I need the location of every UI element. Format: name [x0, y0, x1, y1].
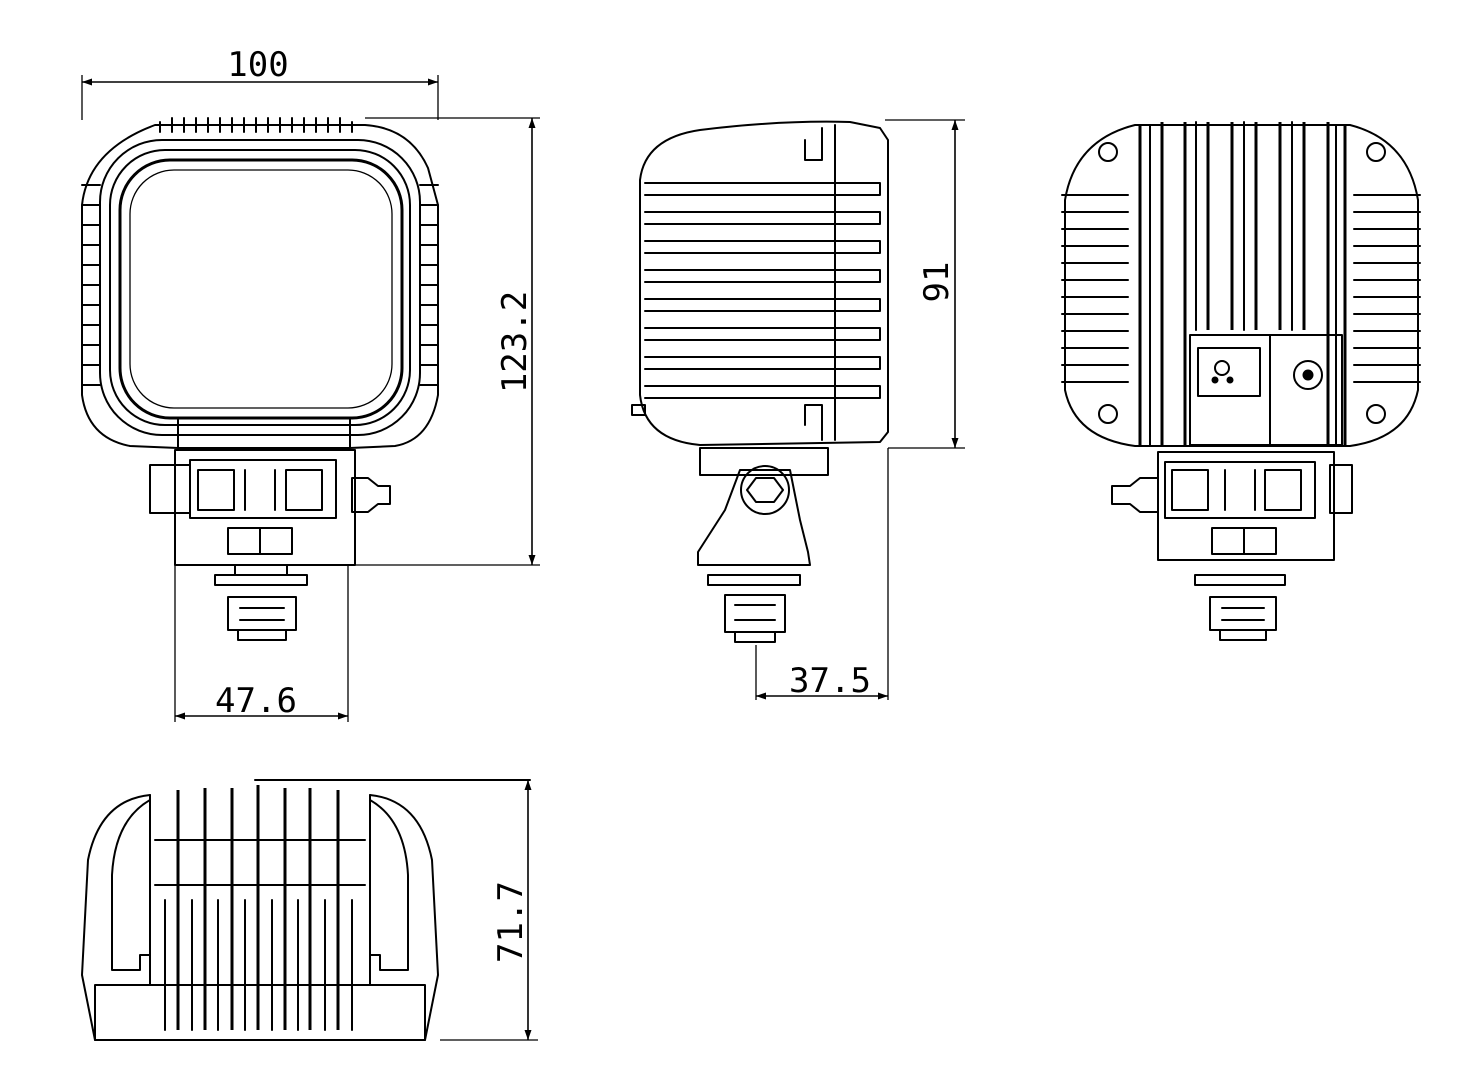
- dim-side-depth: 37.5: [789, 661, 871, 701]
- side-fins: [644, 182, 881, 399]
- dim-front-height: 123.2: [495, 291, 535, 393]
- side-view: 91 37.5: [631, 119, 965, 701]
- front-top-fins: [159, 117, 353, 133]
- rear-vent-icon: [1293, 360, 1323, 390]
- front-lens: [118, 158, 404, 420]
- rear-connector: [1189, 334, 1271, 446]
- rear-bracket: [1111, 451, 1353, 641]
- dim-side-height: 91: [917, 262, 957, 303]
- dim-front-width: 100: [227, 45, 288, 85]
- rear-vertical-fins: [1138, 121, 1347, 447]
- rear-view: [1061, 121, 1421, 641]
- bottom-fins: [164, 785, 353, 1031]
- bottom-view: 71.7: [81, 779, 538, 1041]
- rear-side-fins: [1061, 194, 1421, 383]
- front-side-fins: [81, 184, 439, 386]
- front-view: 100 123.2 47.6: [81, 45, 540, 722]
- dim-bottom-height: 71.7: [491, 881, 531, 963]
- side-bracket: [697, 447, 829, 643]
- front-bracket: [149, 449, 391, 641]
- dim-bracket-width: 47.6: [215, 681, 297, 721]
